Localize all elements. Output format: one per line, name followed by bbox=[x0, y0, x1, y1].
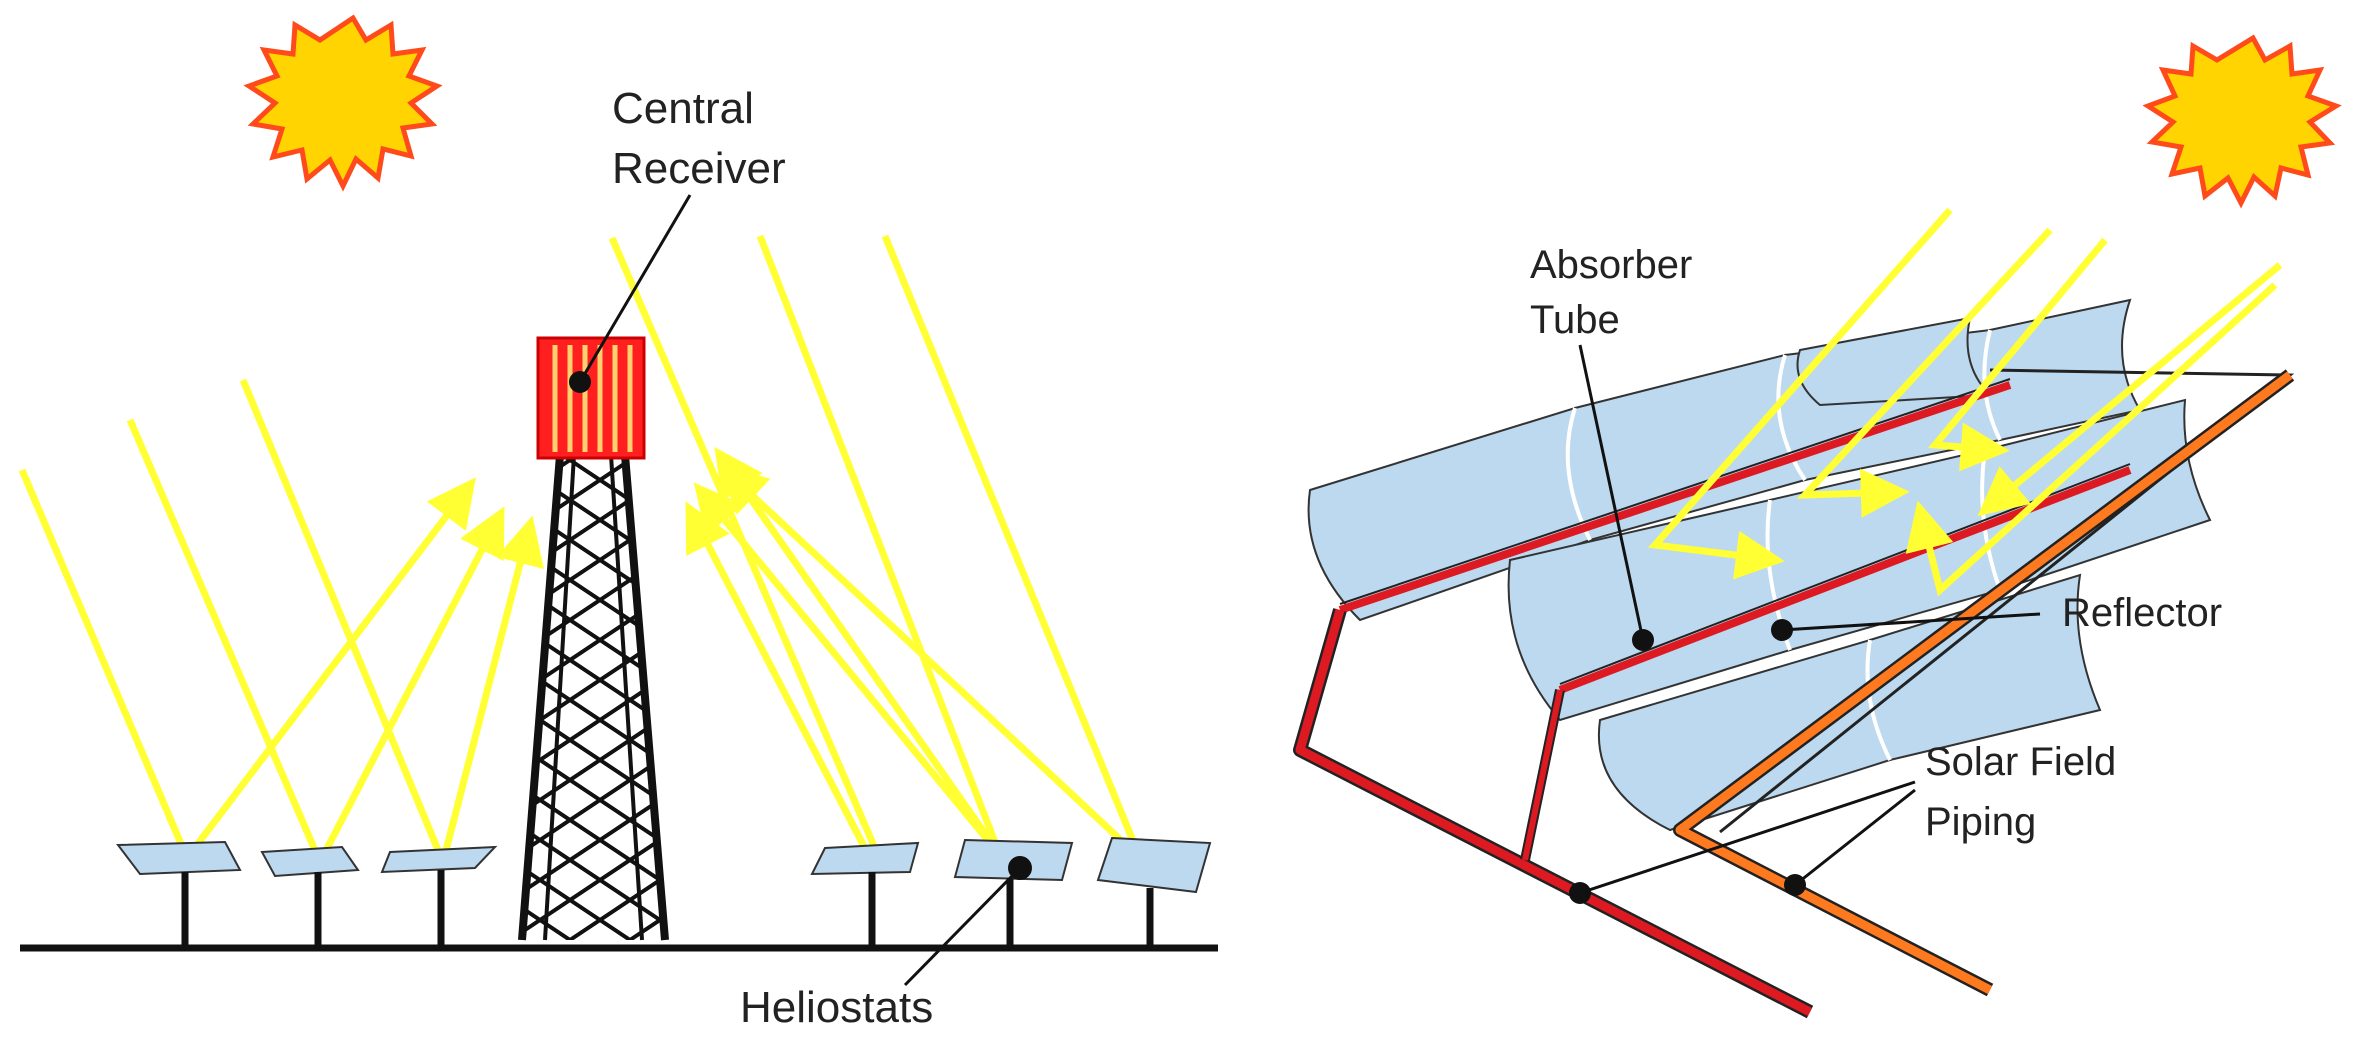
heliostat bbox=[953, 838, 1074, 946]
piping-callout-line-1 bbox=[1579, 780, 1916, 895]
heliostats-label: Heliostats bbox=[740, 983, 933, 1032]
heliostat-callout-line bbox=[903, 866, 1022, 987]
heliostat bbox=[116, 840, 242, 946]
reflector-label: Reflector bbox=[2062, 591, 2222, 635]
absorber-tube-label-1: Absorber bbox=[1530, 243, 1692, 287]
solar-field-piping-label-1: Solar Field bbox=[1925, 740, 2116, 784]
red-piping bbox=[1293, 608, 1814, 1019]
central-receiver-label-2: Receiver bbox=[612, 144, 786, 193]
receiver-callout-line bbox=[578, 194, 692, 383]
absorber-callout-line bbox=[1578, 344, 1645, 641]
solar-field-piping-label-2: Piping bbox=[1925, 800, 2036, 844]
heliostat bbox=[1096, 836, 1212, 946]
heliostat bbox=[810, 841, 920, 946]
tower-diagram: Central Receiver Heliostats bbox=[18, 14, 1218, 1032]
reflector-callout-line bbox=[1781, 612, 2041, 632]
central-receiver bbox=[536, 336, 646, 460]
tower bbox=[518, 454, 669, 941]
piping-callout-line-2 bbox=[1794, 788, 1916, 887]
trough-diagram: Absorber Tube Reflector Solar Field Pipi… bbox=[1293, 34, 2342, 1019]
trough-rays bbox=[1648, 207, 2283, 597]
orange-piping bbox=[1673, 369, 2295, 997]
sun-icon bbox=[2142, 34, 2342, 209]
central-receiver-label-1: Central bbox=[612, 84, 754, 133]
reflected-rays bbox=[184, 446, 1143, 864]
absorber-tube-label-2: Tube bbox=[1530, 298, 1620, 342]
heliostat bbox=[260, 845, 360, 946]
sun-icon bbox=[243, 14, 443, 192]
heliostat bbox=[380, 845, 498, 946]
